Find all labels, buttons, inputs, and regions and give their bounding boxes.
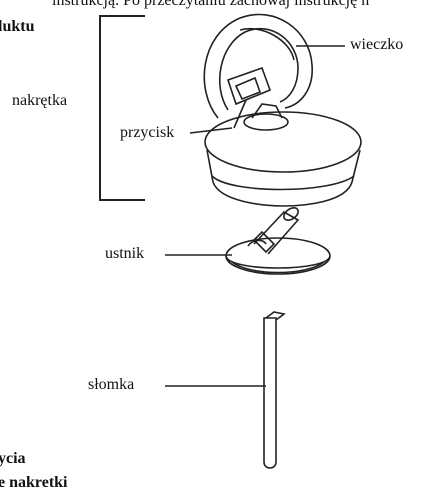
lid-outer bbox=[203, 13, 313, 119]
label-nakretka: nakrętka bbox=[12, 92, 68, 109]
section-heading: luktu bbox=[0, 18, 35, 35]
label-przycisk: przycisk bbox=[120, 124, 175, 141]
cap-body bbox=[206, 149, 361, 207]
label-ustnik: ustnik bbox=[105, 245, 145, 262]
section-subheading-2: e nakretki bbox=[0, 474, 68, 491]
cap-top bbox=[204, 111, 362, 173]
label-slomka: słomka bbox=[88, 376, 135, 393]
straw bbox=[263, 317, 277, 469]
label-wieczko: wieczko bbox=[350, 36, 404, 53]
intro-text-line: instrukcją. Po przeczytaniu zachowaj ins… bbox=[52, 0, 370, 9]
lid-inner bbox=[219, 27, 299, 111]
mouthpiece-tube bbox=[253, 210, 300, 255]
section-subheading-1: ycia bbox=[0, 450, 26, 467]
nakretka-bracket bbox=[99, 15, 145, 201]
